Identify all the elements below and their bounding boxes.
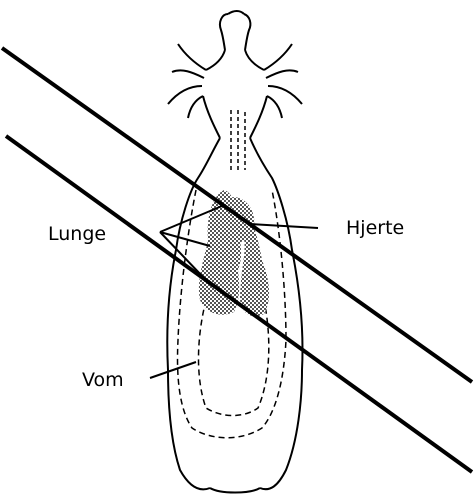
lung-label: Lunge (48, 223, 106, 245)
heart-label: Hjerte (346, 217, 404, 239)
trachea (220, 11, 250, 50)
body-outline (167, 138, 302, 493)
upper-body-outline (168, 44, 302, 172)
rumen-label: Vom (82, 369, 124, 391)
heart-region (224, 197, 255, 242)
